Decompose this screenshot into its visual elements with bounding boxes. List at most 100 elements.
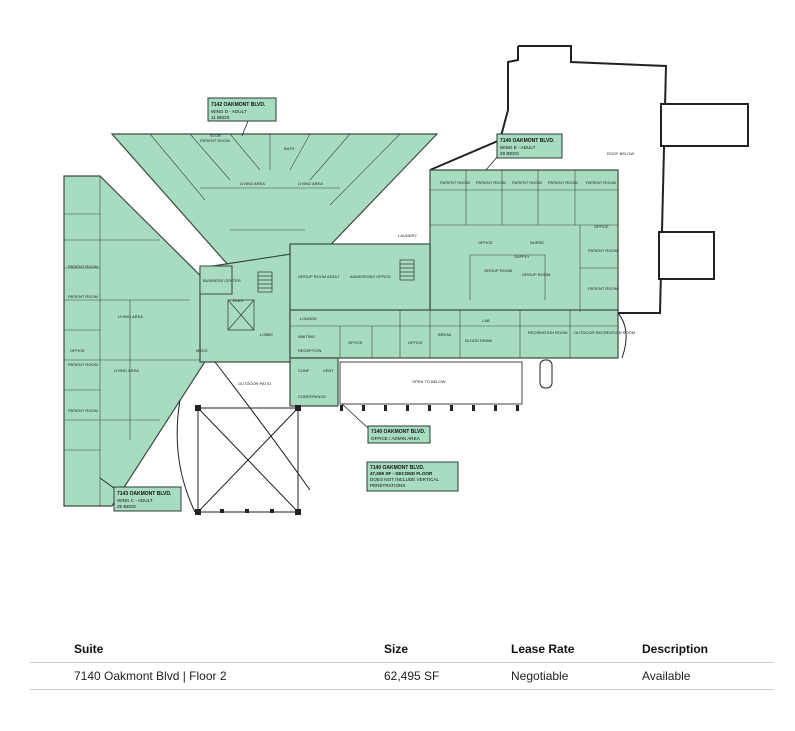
label-lobby: LOBBY — [260, 332, 274, 337]
label-lab: LAB — [482, 318, 490, 323]
wing-c-area — [63, 175, 238, 507]
callout-wing-d — [207, 97, 277, 122]
callout-second-floor — [366, 461, 459, 492]
label-patient-room-7: PATIENT ROOM — [588, 286, 618, 291]
label-patient-room-5: PATIENT ROOM — [586, 180, 616, 185]
callout-second-floor-line2: 47,559 SF - SECOND FLOOR — [370, 471, 433, 476]
label-living-area-c2: LIVING AREA — [114, 368, 139, 373]
label-group-room-adult: GROUP ROOM ADULT — [298, 274, 340, 279]
office-strip-area — [289, 309, 619, 359]
label-meds: MEDS — [196, 348, 208, 353]
roof-outline — [429, 45, 668, 314]
callout-wing-c-line3: 25 BEDS — [117, 504, 136, 509]
label-patient-room-6: PATIENT ROOM — [588, 248, 618, 253]
label-business-center: BUSINESS CENTER — [203, 278, 241, 283]
roof-box-lower — [658, 231, 715, 280]
stair-tower — [539, 359, 553, 389]
label-patient-room-11: PATIENT ROOM — [68, 408, 98, 413]
label-lounge: LOUNGE — [300, 316, 317, 321]
label-group-room-2: GROUP ROOM — [522, 272, 550, 277]
callout-wing-e-line3: 28 BEDS — [500, 151, 519, 156]
outdoor-patio-label: OUTDOOR PATIO — [238, 381, 271, 386]
callout-second-floor-line1: 7140 OAKMONT BLVD. — [370, 465, 425, 471]
business-center — [199, 265, 233, 295]
callout-wing-d-line3: 11 BEDS — [211, 115, 230, 120]
header-description: Description — [642, 642, 709, 656]
outdoor-patio — [176, 361, 311, 513]
label-office-2: OFFICE — [594, 224, 609, 229]
callout-wing-d-line1: 7142 OAKMONT BLVD. — [211, 102, 266, 108]
label-office-5: OFFICE — [70, 348, 85, 353]
callout-admin — [367, 425, 431, 444]
label-patient-room-9: PATIENT ROOM — [68, 294, 98, 299]
label-supply: SUPPLY — [514, 254, 530, 259]
callout-wing-c-line1: 7143 OAKMONT BLVD. — [117, 491, 172, 497]
label-reception: RECEPTION — [298, 348, 321, 353]
label-office-1: OFFICE — [478, 240, 493, 245]
floor-plan: ROOF BELOW OPEN TO BELOW — [63, 45, 749, 515]
label-patient-room-3: PATIENT ROOM — [512, 180, 542, 185]
label-patient-room-10: PATIENT ROOM — [68, 362, 98, 367]
elevator-core — [227, 259, 415, 331]
open-to-below — [339, 361, 523, 405]
label-living-area-c: LIVING AREA — [118, 314, 143, 319]
admin-area — [289, 357, 339, 407]
roof-box-upper — [660, 103, 749, 147]
label-conference: CONFERENCE — [298, 394, 326, 399]
callout-wing-d-line2: WING D - ADULT — [211, 109, 247, 114]
label-nurse: NURSE — [530, 240, 544, 245]
label-office-3: OFFICE — [348, 340, 363, 345]
callout-second-floor-line3: DOES NOT INCLUDE VERTICAL — [370, 477, 439, 482]
balcony-posts — [340, 405, 519, 411]
label-conf: CONF — [298, 368, 310, 373]
interior-walls — [64, 133, 618, 506]
callout-wing-e-line1: 7140 OAKMONT BLVD. — [500, 138, 555, 144]
callout-c-leader — [99, 477, 115, 489]
label-blood-draw: BLOOD DRAW — [465, 338, 492, 343]
callout-wing-e — [496, 133, 563, 159]
label-outdoor-recreation: OUTDOOR RECREATION ROOM — [574, 330, 635, 335]
cell-lease-rate: Negotiable — [511, 669, 569, 683]
wing-e-area — [429, 169, 619, 313]
label-recreation-room: RECREATION ROOM — [528, 330, 567, 335]
table-row: 7140 Oakmont Blvd | Floor 2 62,495 SF Ne… — [30, 662, 774, 690]
cell-size: 62,495 SF — [384, 669, 440, 683]
header-suite: Suite — [74, 642, 104, 656]
label-living-area-d2: LIVING AREA — [298, 181, 323, 186]
callout-second-floor-line4: PENETRATIONS — [370, 483, 405, 488]
label-patient-room-8: PATIENT ROOM — [68, 264, 98, 269]
label-patient-room-4: PATIENT ROOM — [548, 180, 578, 185]
open-to-below-label: OPEN TO BELOW — [412, 379, 446, 384]
callout-e-leader — [485, 156, 498, 171]
header-size: Size — [384, 642, 409, 656]
callout-admin-line1: 7140 OAKMONT BLVD. — [371, 429, 426, 435]
label-group-room-1: GROUP ROOM — [484, 268, 512, 273]
header-lease-rate: Lease Rate — [511, 642, 575, 656]
callout-d-leader — [241, 120, 249, 137]
label-vent: VENT — [323, 368, 334, 373]
callout-wing-c-line2: WING C - ADULT — [117, 498, 153, 503]
cell-description: Available — [642, 669, 691, 683]
table-header: Suite Size Lease Rate Description — [30, 636, 774, 662]
label-stor: STOR — [210, 133, 221, 138]
cell-suite: 7140 Oakmont Blvd | Floor 2 — [74, 669, 227, 683]
wing-d-area — [110, 133, 439, 311]
callout-wing-c — [113, 486, 182, 512]
label-patient-room-1: PATIENT ROOM — [440, 180, 470, 185]
label-break: BREAK — [438, 332, 452, 337]
callout-admin-leader — [341, 403, 369, 429]
label-waiting: WAITING — [298, 334, 315, 339]
label-bath: BATH — [284, 146, 294, 151]
label-office-4: OFFICE — [408, 340, 423, 345]
roof-curve — [617, 312, 627, 359]
label-elev: ELEV — [233, 298, 244, 303]
label-laundry: LAUNDRY — [398, 233, 417, 238]
callout-admin-line2: OFFICE / ADMIN AREA — [371, 436, 421, 441]
label-living-area-d: LIVING AREA — [240, 181, 265, 186]
suite-table: Suite Size Lease Rate Description 7140 O… — [30, 636, 774, 690]
callout-wing-e-line2: WING E - ADULT — [500, 145, 536, 150]
patio-posts — [195, 405, 301, 515]
label-patient-room-2: PATIENT ROOM — [476, 180, 506, 185]
roof-below-label: ROOF BELOW — [607, 151, 634, 156]
label-admissions-office: ADMISSIONS OFFICE — [350, 274, 391, 279]
